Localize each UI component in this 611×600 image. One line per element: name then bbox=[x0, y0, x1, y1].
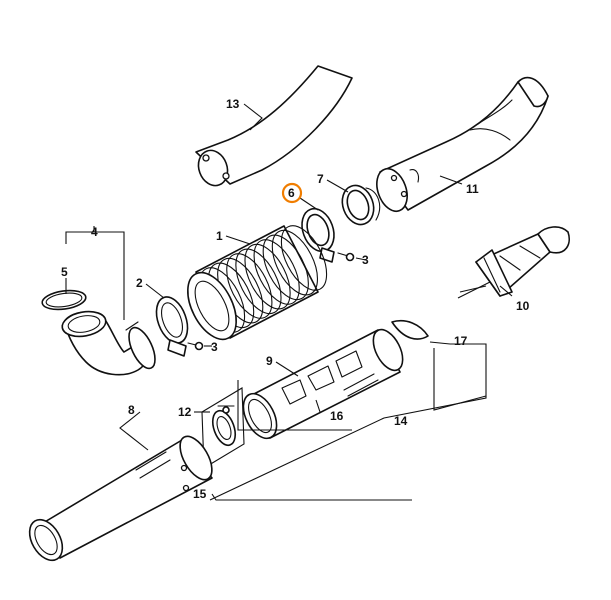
part-13-curved-tube[interactable] bbox=[194, 65, 353, 190]
callout-15: 15 bbox=[193, 487, 207, 501]
callout-12: 12 bbox=[178, 405, 192, 419]
callout-3-lower: 3 bbox=[211, 340, 218, 354]
part-1-corrugated-hose[interactable] bbox=[178, 219, 336, 348]
part-9-tube[interactable] bbox=[237, 325, 409, 444]
part-11-nozzle-tube[interactable] bbox=[371, 76, 549, 216]
callout-13: 13 bbox=[226, 97, 240, 111]
hose-rib bbox=[262, 234, 309, 301]
part-7-clamp-ring[interactable] bbox=[337, 181, 381, 229]
part-4-elbow[interactable] bbox=[60, 308, 160, 376]
callout-17: 17 bbox=[454, 334, 468, 348]
part-5-o-ring[interactable] bbox=[41, 288, 87, 312]
callout-16: 16 bbox=[330, 409, 344, 423]
part-6-clamp[interactable] bbox=[296, 204, 339, 263]
part-10-nozzle[interactable] bbox=[475, 226, 570, 297]
callout-3-upper: 3 bbox=[362, 253, 369, 267]
callout-9: 9 bbox=[266, 354, 273, 368]
hose-rib bbox=[226, 253, 273, 319]
part-2-clamp[interactable] bbox=[151, 293, 194, 357]
part-12-clamp[interactable] bbox=[201, 387, 245, 469]
hose-rib bbox=[244, 243, 291, 310]
callout-5: 5 bbox=[61, 265, 68, 279]
callout-2: 2 bbox=[136, 276, 143, 290]
callout-14: 14 bbox=[394, 414, 408, 428]
part-8-long-tube[interactable] bbox=[23, 431, 219, 566]
hose-rib bbox=[235, 248, 282, 315]
callout-10: 10 bbox=[516, 299, 530, 313]
callout-11: 11 bbox=[466, 182, 479, 196]
hose-rib bbox=[280, 225, 328, 291]
callout-1: 1 bbox=[216, 229, 223, 243]
part-3-screw-lower[interactable] bbox=[187, 341, 204, 351]
part-17-insert[interactable] bbox=[391, 320, 429, 340]
hose-rib bbox=[253, 239, 300, 305]
callout-8: 8 bbox=[128, 403, 135, 417]
callout-6: 6 bbox=[288, 186, 295, 200]
callout-4: 4 bbox=[91, 225, 98, 239]
hose-rib bbox=[271, 229, 319, 296]
leader-lines bbox=[65, 103, 513, 501]
part-3-screw-upper[interactable] bbox=[337, 252, 355, 262]
callout-7: 7 bbox=[317, 172, 324, 186]
callout-numbers: 13 11 7 6 3 1 4 5 2 3 10 17 9 16 14 12 8… bbox=[61, 97, 530, 501]
callout-6-highlight: 6 bbox=[281, 182, 303, 204]
